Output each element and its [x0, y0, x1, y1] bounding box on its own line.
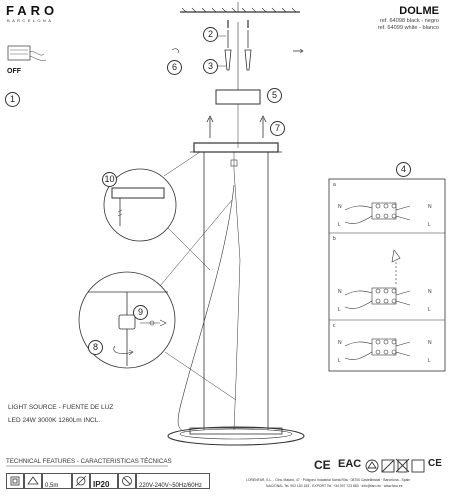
step-2-marker: 2	[203, 27, 218, 42]
voltage-box: 220V-240V~50Hz/60Hz	[136, 473, 210, 489]
voltage-value: 220V-240V~50Hz/60Hz	[139, 483, 202, 489]
step-7-marker: 7	[270, 121, 285, 136]
ref-black: ref. 64098 black - negro	[379, 18, 439, 24]
ip-rating-value: IP20	[93, 480, 110, 489]
brand-logo: FARO	[6, 3, 59, 18]
dimmable-symbol-box	[72, 473, 90, 489]
non-dimmable-icon	[75, 475, 87, 487]
wiring-a-l-right: L	[428, 222, 431, 228]
indoor-use-icon	[27, 476, 39, 485]
no-dimmer-symbol-box	[118, 473, 136, 489]
wiring-c-n-right: N	[428, 340, 432, 346]
wiring-b-l-right: L	[428, 307, 431, 313]
product-name: DOLME	[399, 5, 439, 17]
switch-off-label: OFF	[7, 68, 21, 75]
step-1-marker: 1	[5, 92, 20, 107]
step-10-marker: 10	[102, 172, 117, 187]
footer-contact: NACIONAL Tel. 902 153 153 - EXPORT Tel. …	[266, 484, 403, 488]
wiring-c-l-left: L	[338, 358, 341, 364]
indoor-symbol-box	[24, 473, 42, 489]
class-ii-symbol-box	[6, 473, 24, 489]
footer-address: LORENFAR, S.L. - Ctra. Mataró, 47 · Polí…	[246, 478, 411, 482]
technical-features-title: TECHNICAL FEATURES - CARACTERISTICAS TÉC…	[6, 458, 172, 465]
wiring-c-n-left: N	[338, 340, 342, 346]
wiring-a-l-left: L	[338, 222, 341, 228]
wiring-b-l-left: L	[338, 307, 341, 313]
wiring-a-n-left: N	[338, 204, 342, 210]
light-source-title: LIGHT SOURCE - FUENTE DE LUZ	[8, 404, 114, 411]
step-6-marker: 6	[167, 60, 182, 75]
no-dimmer-icon	[122, 476, 132, 486]
eac-mark: EAC	[338, 458, 362, 470]
step-5-marker: 5	[267, 88, 282, 103]
cable-length-box: 0,5m	[42, 473, 72, 489]
step-9-marker: 9	[133, 305, 148, 320]
step-4-marker: 4	[396, 162, 411, 177]
ce-mark: CE	[314, 458, 331, 472]
wiring-c-l-right: L	[428, 358, 431, 364]
light-source-spec: LED 24W 3000K 1260Lm INCL.	[8, 417, 101, 424]
ip-rating-box: IP20	[90, 473, 118, 489]
wiring-b-n-left: N	[338, 289, 342, 295]
brand-subtitle: BARCELONA	[7, 18, 54, 23]
cable-length-value: 0,5m	[45, 483, 59, 489]
step-3-marker: 3	[203, 59, 218, 74]
ref-white: ref. 64099 white - blanco	[377, 25, 439, 31]
step-8-marker: 8	[88, 340, 103, 355]
ce-mark-2: CE	[428, 458, 442, 469]
wiring-panel-b-label: b	[333, 236, 336, 242]
wiring-panel-a-label: a	[333, 182, 336, 188]
class-ii-icon	[10, 476, 20, 486]
wiring-panel-c-label: c	[333, 323, 336, 329]
wiring-b-n-right: N	[428, 289, 432, 295]
wiring-a-n-right: N	[428, 204, 432, 210]
